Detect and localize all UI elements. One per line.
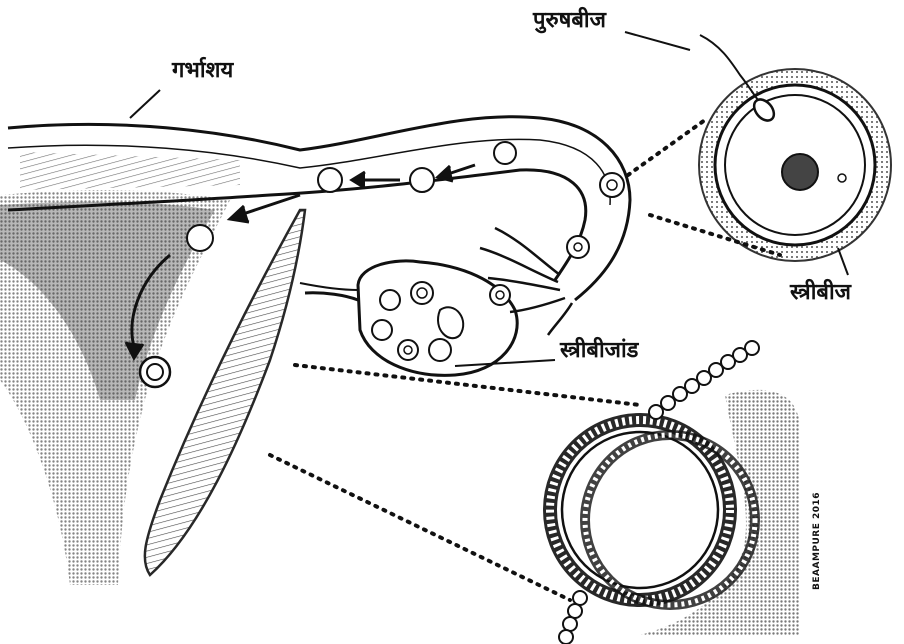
ovary-label: स्त्रीबीजांड	[560, 340, 638, 362]
ovary	[300, 261, 517, 375]
sperm-label: पुरुषबीज	[533, 10, 606, 32]
uterus-label: गर्भाशय	[172, 60, 233, 82]
artist-signature: BEAAMPURE 2016	[812, 492, 822, 590]
egg-zoom	[699, 69, 891, 261]
implanted-egg	[140, 357, 170, 387]
egg-label: स्त्रीबीज	[790, 282, 851, 304]
